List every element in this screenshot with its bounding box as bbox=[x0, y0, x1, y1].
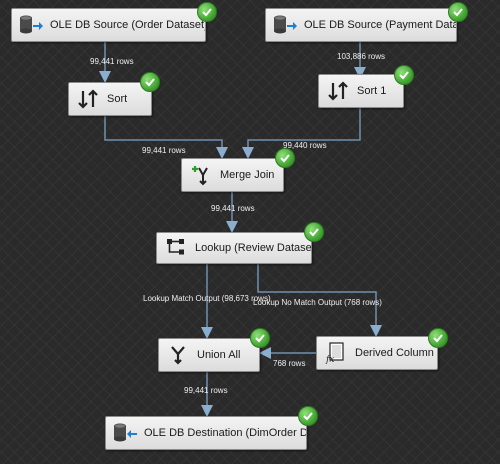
database-destination-icon bbox=[112, 420, 138, 446]
node-label: OLE DB Source (Order Dataset) bbox=[50, 19, 205, 31]
node-label: Lookup (Review Dataset) bbox=[195, 242, 311, 254]
node-sort1[interactable]: Sort 1 bbox=[318, 74, 404, 108]
edge-label-payment-to-sort1: 103,886 rows bbox=[337, 52, 386, 61]
lookup-icon bbox=[163, 235, 189, 261]
success-check-icon bbox=[197, 2, 217, 22]
union-all-icon bbox=[165, 342, 191, 368]
success-check-icon bbox=[298, 406, 318, 426]
node-label: Sort bbox=[107, 93, 128, 105]
edge-label-sort1-to-merge: 99,440 rows bbox=[283, 141, 327, 150]
edge-label-merge-to-lookup: 99,441 rows bbox=[211, 204, 255, 213]
node-label: Union All bbox=[197, 349, 241, 361]
connector-sort-to-merge[interactable] bbox=[104, 116, 228, 159]
node-label: Merge Join bbox=[220, 169, 275, 181]
node-label: Derived Column bbox=[355, 347, 434, 359]
derived-column-icon: fx bbox=[323, 340, 349, 366]
sort-icon bbox=[325, 78, 351, 104]
node-source-order[interactable]: OLE DB Source (Order Dataset) bbox=[11, 8, 206, 42]
node-destination[interactable]: OLE DB Destination (DimOrder DWH) bbox=[105, 416, 307, 450]
edge-label-lookup-nomatch: Lookup No Match Output (768 rows) bbox=[253, 298, 382, 307]
node-merge-join[interactable]: Merge Join bbox=[181, 158, 284, 192]
node-label: Sort 1 bbox=[357, 85, 387, 97]
sort-icon bbox=[75, 86, 101, 112]
success-check-icon bbox=[250, 328, 270, 348]
edge-label-union-to-dest: 99,441 rows bbox=[184, 386, 228, 395]
node-label: OLE DB Source (Payment Dataset) bbox=[304, 19, 456, 31]
success-check-icon bbox=[448, 2, 468, 22]
success-check-icon bbox=[428, 328, 448, 348]
database-source-icon bbox=[18, 12, 44, 38]
edge-label-order-to-sort: 99,441 rows bbox=[90, 57, 134, 66]
edge-label-lookup-match: Lookup Match Output (98,673 rows) bbox=[143, 294, 271, 303]
node-derived-column[interactable]: fx Derived Column bbox=[316, 336, 438, 370]
success-check-icon bbox=[394, 65, 414, 85]
node-label: OLE DB Destination (DimOrder DWH) bbox=[144, 427, 306, 439]
svg-text:fx: fx bbox=[325, 355, 334, 364]
edge-label-derived-to-union: 768 rows bbox=[273, 359, 306, 368]
success-check-icon bbox=[275, 148, 295, 168]
connector-lookup-nomatch[interactable] bbox=[257, 264, 382, 337]
node-union-all[interactable]: Union All bbox=[158, 338, 260, 372]
merge-join-icon bbox=[188, 162, 214, 188]
edge-label-sort-to-merge: 99,441 rows bbox=[142, 146, 186, 155]
node-source-payment[interactable]: OLE DB Source (Payment Dataset) bbox=[265, 8, 457, 42]
database-source-icon bbox=[272, 12, 298, 38]
node-sort[interactable]: Sort bbox=[68, 82, 152, 116]
success-check-icon bbox=[140, 72, 160, 92]
success-check-icon bbox=[304, 222, 324, 242]
node-lookup[interactable]: Lookup (Review Dataset) bbox=[156, 232, 312, 264]
connector-sort1-to-merge[interactable] bbox=[242, 108, 361, 159]
